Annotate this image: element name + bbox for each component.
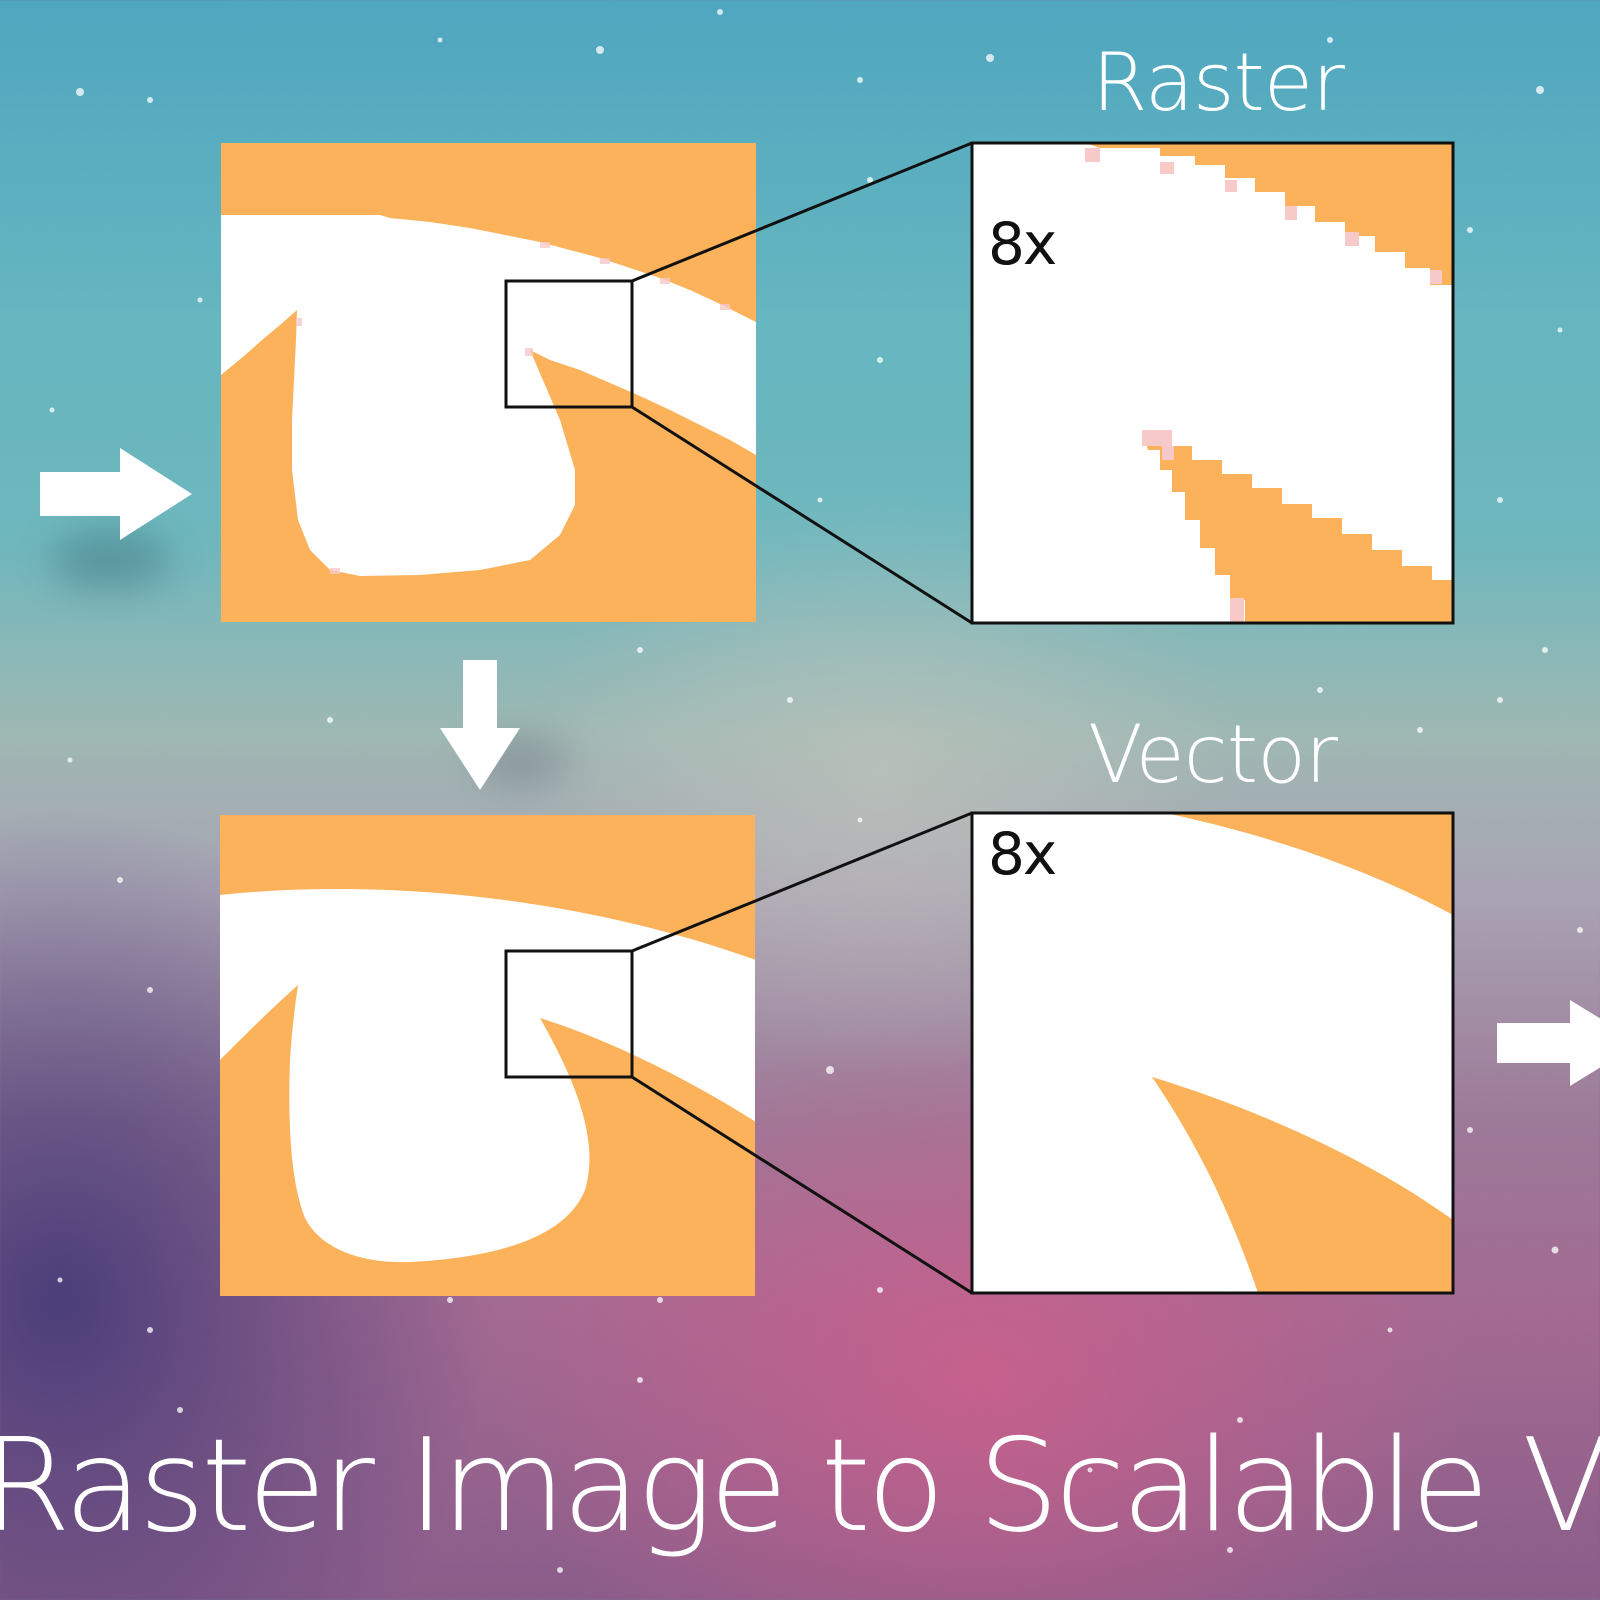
raster-zoom-box — [504, 279, 634, 409]
vector-zoom-view — [972, 813, 1453, 1293]
vector-title: Vector — [1088, 708, 1338, 801]
footer-title: Raster Image to Scalable Vector — [0, 1412, 1600, 1561]
down-arrow-icon — [440, 660, 520, 790]
raster-zoom-frame — [970, 141, 1455, 625]
vector-zoom-label: 8x — [988, 820, 1057, 888]
right-arrow-icon — [1497, 1000, 1600, 1086]
vector-zoom-box — [504, 949, 634, 1079]
right-arrow-icon — [40, 448, 192, 540]
raster-zoom-view — [972, 143, 1453, 623]
vector-thumbnail — [220, 815, 755, 1296]
vector-zoom-frame — [970, 811, 1455, 1295]
raster-thumbnail — [221, 143, 756, 622]
raster-zoom-label: 8x — [988, 210, 1057, 278]
raster-title: Raster — [1092, 36, 1345, 129]
